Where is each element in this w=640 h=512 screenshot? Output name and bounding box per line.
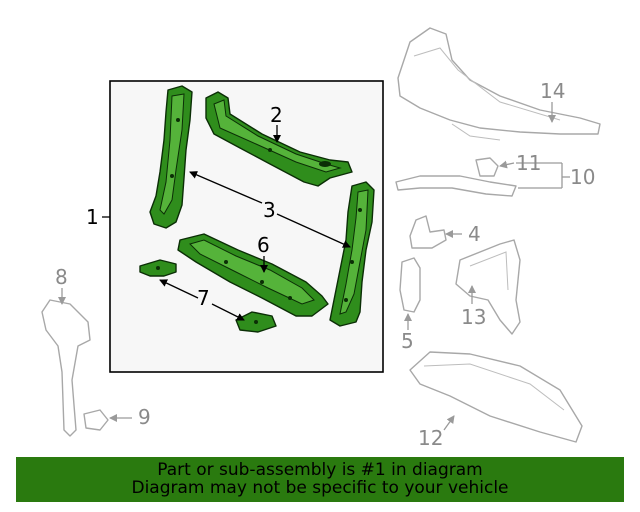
part-6-lower-tie-bar[interactable] [177,233,329,317]
part-2-upper-tie-bar[interactable] [205,91,353,187]
info-banner: Part or sub-assembly is #1 in diagram Di… [16,457,624,502]
part-10-seal[interactable] [395,175,517,197]
part-3-left-support[interactable] [149,85,193,229]
part-12-under-cover[interactable] [409,351,583,443]
leader-12 [443,415,455,431]
leader-11 [499,160,515,169]
callout-11: 11 [516,151,541,175]
part-3-right-support[interactable] [329,181,375,327]
callout-9: 9 [138,405,151,429]
callout-7: 7 [197,286,210,310]
callout-14: 14 [540,79,565,103]
callout-13: 13 [461,305,486,329]
part-11-clip[interactable] [475,157,499,177]
part-9-clip[interactable] [83,409,109,431]
part-13-air-guide[interactable] [455,239,521,335]
leader-3-left [189,171,263,204]
callout-4: 4 [468,222,481,246]
callout-6: 6 [257,233,270,257]
part-14-upper-cover[interactable] [397,27,601,141]
callout-2: 2 [270,103,283,127]
banner-line-1: Part or sub-assembly is #1 in diagram [157,460,483,480]
callout-10: 10 [570,165,595,189]
leader-7-left [159,279,199,299]
banner-line-2: Diagram may not be specific to your vehi… [131,478,509,498]
callout-1: 1 [86,205,99,229]
callout-5: 5 [401,329,414,353]
leader-3-right [276,213,351,248]
part-4-bracket[interactable] [409,215,447,249]
part-8-bracket[interactable] [41,299,91,437]
callout-3: 3 [263,198,276,222]
part-7-bracket-right[interactable] [235,311,277,333]
leader-7-right [211,303,245,321]
callout-12: 12 [418,426,443,450]
callout-8: 8 [55,265,68,289]
part-7-bracket-left[interactable] [139,259,177,277]
part-5-bracket[interactable] [399,257,421,313]
leader-11-bracket [516,162,563,189]
